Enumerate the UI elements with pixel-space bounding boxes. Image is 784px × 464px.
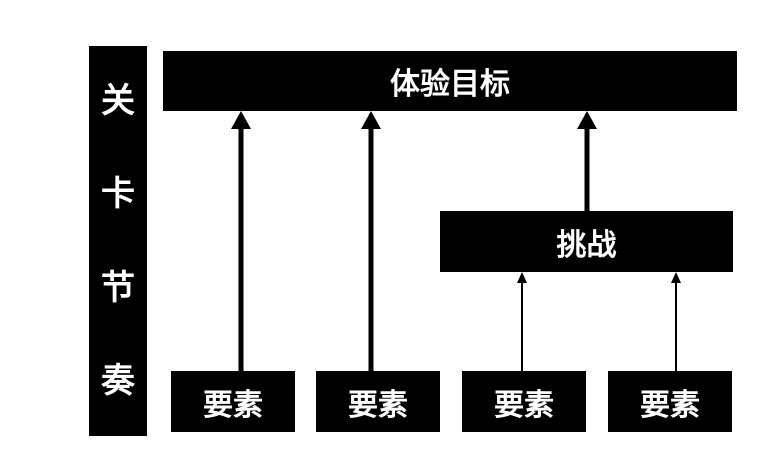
challenge-box: 挑战 — [440, 211, 733, 272]
side-bar-char: 关 — [101, 80, 135, 121]
side-bar-char: 卡 — [101, 174, 135, 215]
element-box-4: 要素 — [608, 371, 732, 432]
experience-goal-box: 体验目标 — [163, 51, 737, 111]
element-label: 要素 — [348, 387, 408, 423]
element-box-1: 要素 — [171, 371, 295, 432]
element-label: 要素 — [494, 387, 554, 423]
arrow-challenge-to-goal — [577, 111, 597, 211]
arrow-element-1-to-goal — [231, 111, 251, 371]
element-box-2: 要素 — [316, 371, 440, 432]
level-rhythm-side-bar: 关 卡 节 奏 — [89, 46, 147, 436]
element-label: 要素 — [203, 387, 263, 423]
element-label: 要素 — [640, 387, 700, 423]
side-bar-char: 节 — [101, 267, 135, 308]
arrow-element-3-to-challenge — [517, 272, 527, 371]
element-box-3: 要素 — [462, 371, 586, 432]
challenge-label: 挑战 — [556, 227, 617, 263]
experience-goal-label: 体验目标 — [390, 67, 510, 102]
arrow-element-4-to-challenge — [671, 272, 681, 371]
arrow-element-2-to-goal — [361, 111, 381, 371]
side-bar-char: 奏 — [101, 361, 135, 402]
